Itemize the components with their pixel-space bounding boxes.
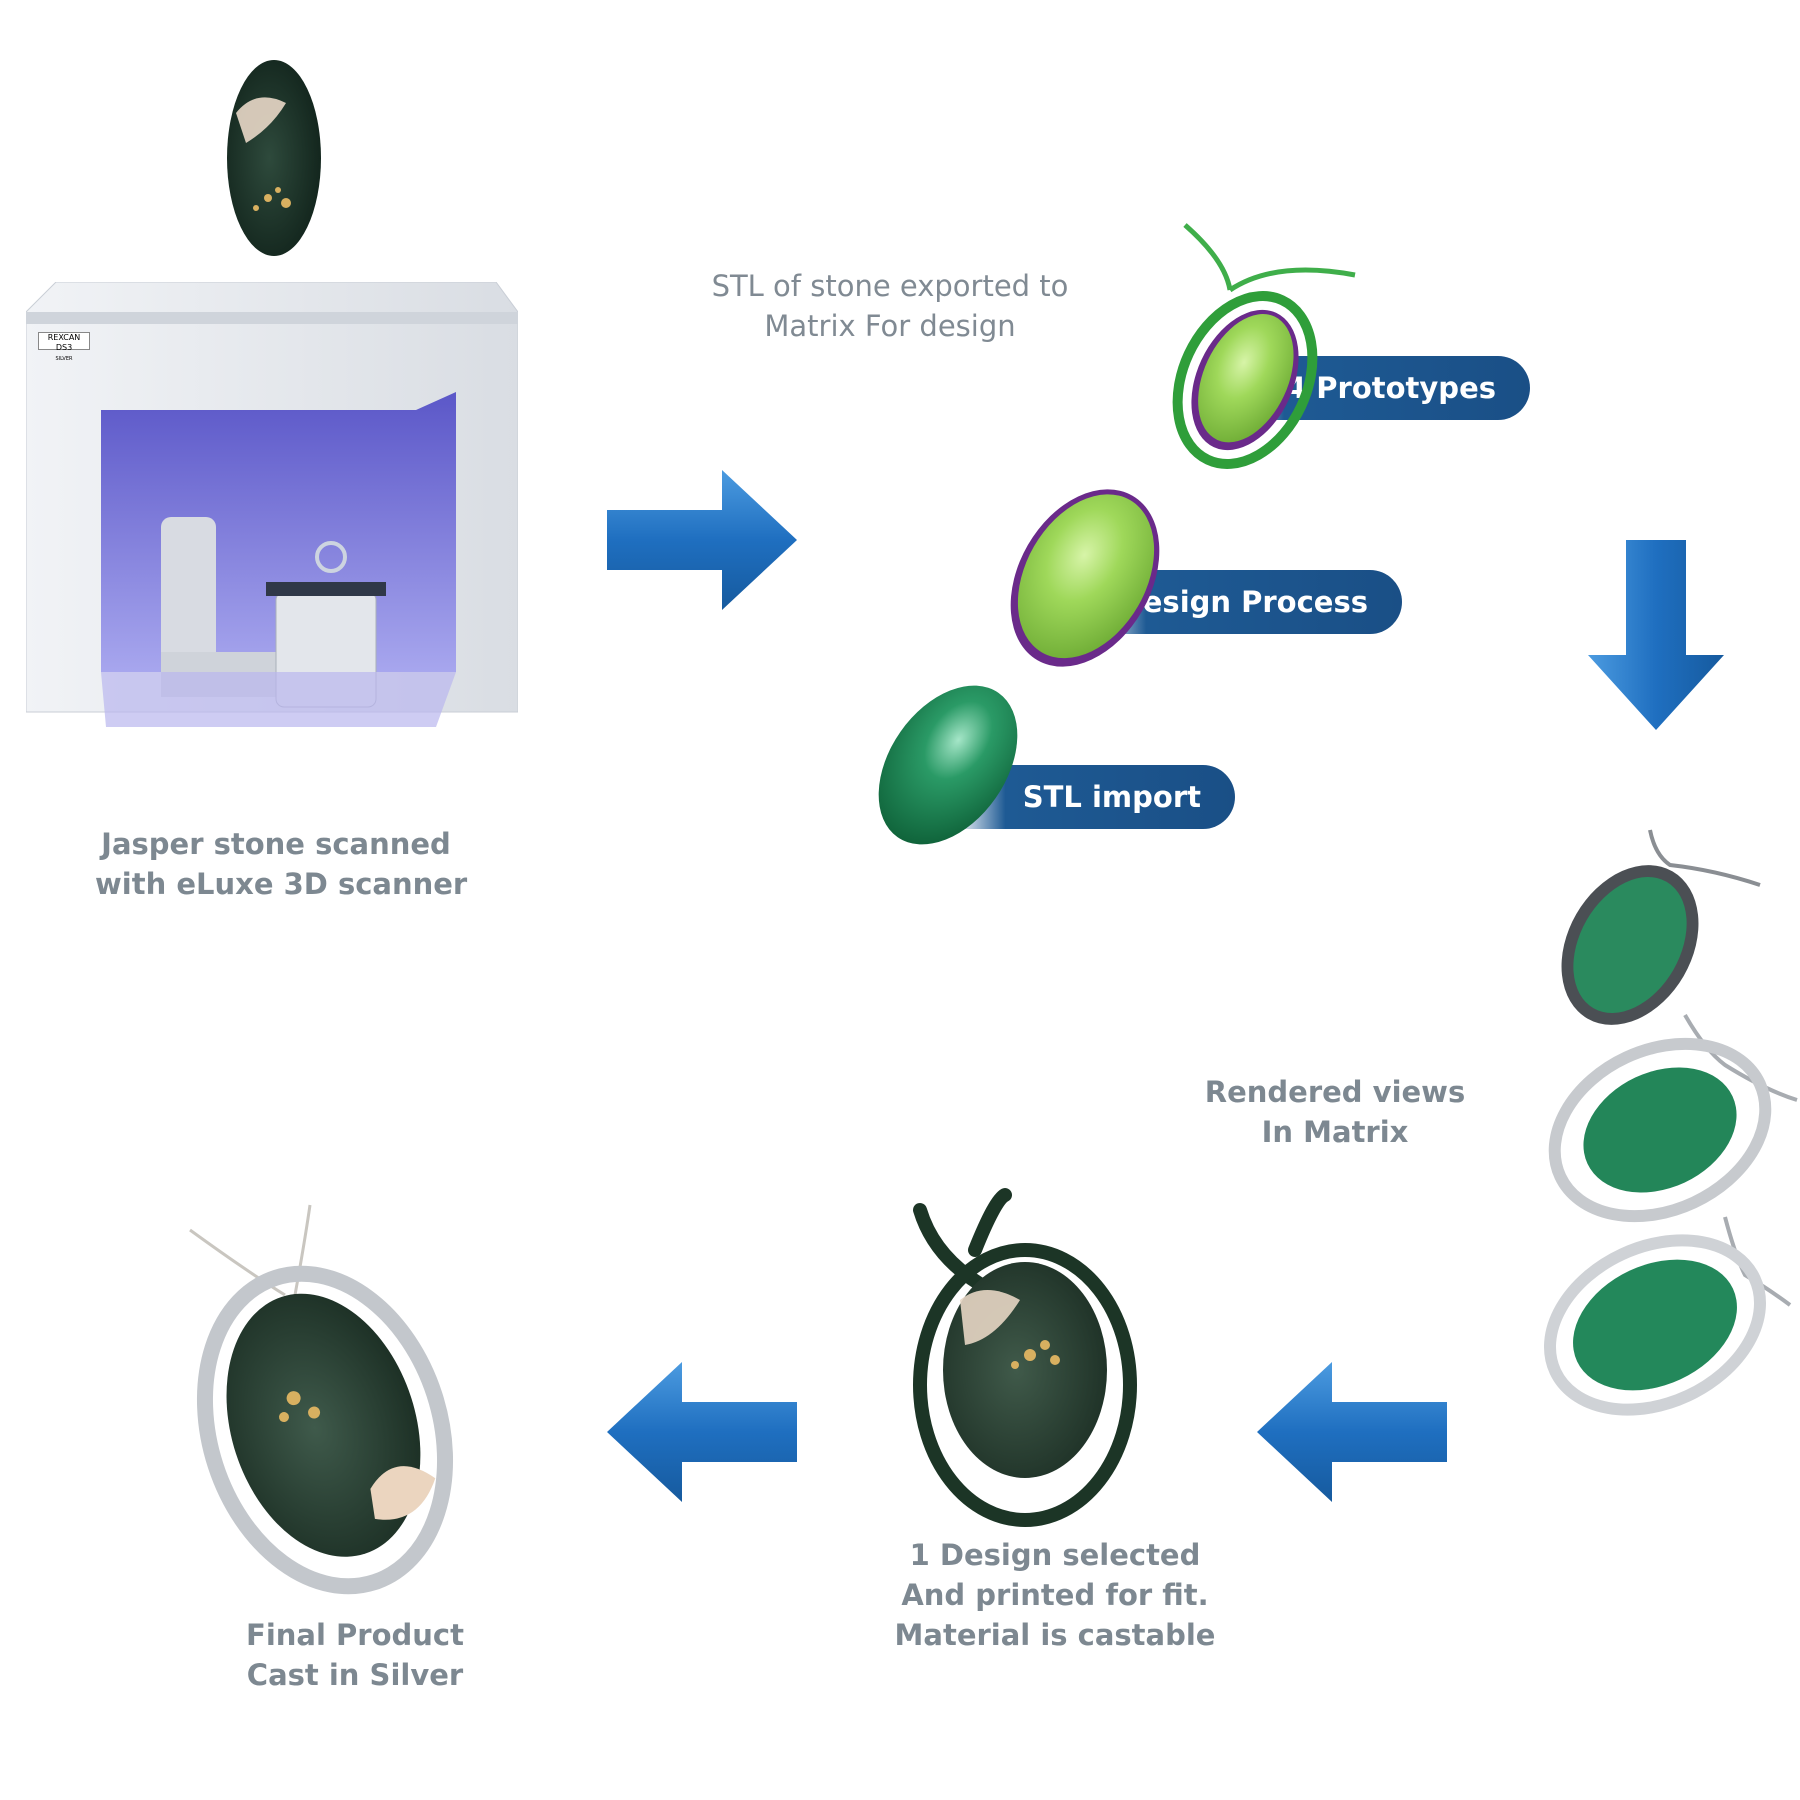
prototype-pendant-image <box>1172 223 1356 469</box>
jasper-stone-image <box>227 60 321 256</box>
selected-caption-line-2: And printed for fit. <box>901 1578 1209 1612</box>
final-caption-line-1: Final Product <box>246 1618 464 1652</box>
rendered-caption: Rendered views In Matrix <box>1190 1072 1480 1152</box>
rendered-view-2-image <box>1548 1014 1798 1223</box>
export-note: STL of stone exported to Matrix For desi… <box>700 266 1080 346</box>
final-caption: Final Product Cast in Silver <box>215 1615 495 1695</box>
rendered-view-1-image <box>1561 829 1761 1025</box>
arrow-left-icon-1 <box>1257 1362 1447 1502</box>
printed-prototype-image <box>913 1188 1137 1527</box>
scanner-caption: Jasper stone scanned with eLuxe 3D scann… <box>95 824 468 904</box>
selected-caption-line-3: Material is castable <box>894 1618 1216 1652</box>
export-note-line-1: STL of stone exported to <box>711 269 1069 303</box>
arrow-down-icon <box>1588 540 1724 730</box>
scanner-caption-line-2: with eLuxe 3D scanner <box>95 867 468 901</box>
rendered-view-3-image <box>1543 1216 1792 1416</box>
rendered-caption-line-2: In Matrix <box>1261 1115 1409 1149</box>
scanner-brand: REXCAN DS3 <box>47 333 81 352</box>
selected-caption-line-1: 1 Design selected <box>909 1538 1201 1572</box>
scanner-illustration <box>25 281 519 727</box>
selected-caption: 1 Design selected And printed for fit. M… <box>880 1535 1230 1655</box>
design-process-stone-image <box>1010 489 1160 667</box>
export-note-line-2: Matrix For design <box>764 309 1016 343</box>
scanner-device: REXCAN DS3 SILVER <box>25 281 519 752</box>
stl-import-stone-image <box>878 685 1018 845</box>
rendered-caption-line-1: Rendered views <box>1204 1075 1466 1109</box>
final-caption-line-2: Cast in Silver <box>246 1658 464 1692</box>
scanner-brand-label: REXCAN DS3 SILVER <box>38 332 90 362</box>
arrow-right-icon <box>607 470 797 610</box>
scanner-caption-line-1: Jasper stone scanned <box>101 827 451 861</box>
scanner-model: SILVER <box>55 356 73 362</box>
final-product-pendant-image <box>189 1204 454 1595</box>
arrow-left-icon-2 <box>607 1362 797 1502</box>
